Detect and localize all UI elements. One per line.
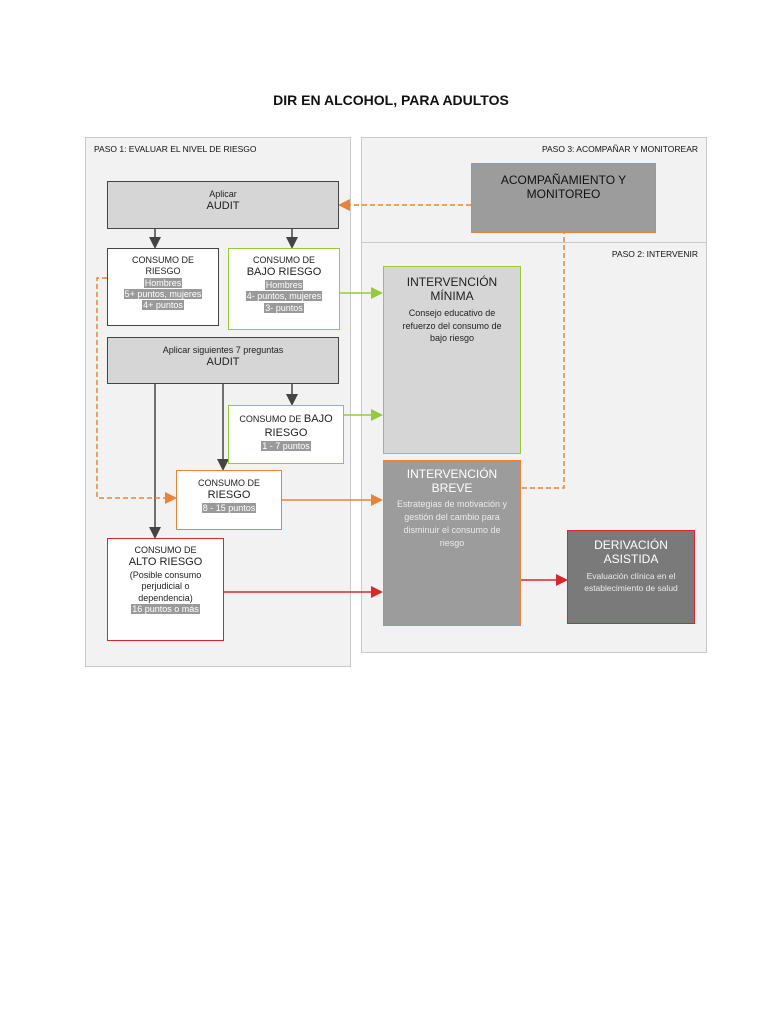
consumo-bajo-riesgo-2-box: CONSUMO DE BAJO RIESGO 1 - 7 puntos: [228, 405, 344, 464]
consumo-riesgo-box: CONSUMO DE RIESGO Hombres 5+ puntos, muj…: [107, 248, 219, 326]
int-breve-t1: INTERVENCIÓN: [406, 467, 498, 481]
paso2-label: PASO 2: INTERVENIR: [611, 249, 698, 259]
audit-line1: Aplicar: [209, 189, 237, 199]
acompanamiento-box: ACOMPAÑAMIENTO Y MONITOREO: [471, 163, 656, 233]
int-breve-d4: riesgo: [439, 538, 465, 549]
alto-riesgo-d1: (Posible consumo: [129, 570, 202, 580]
deriv-d1: Evaluación clínica en el: [586, 571, 676, 581]
audit7-line2: AUDIT: [206, 356, 240, 369]
consumo-bajo2-big: BAJO: [303, 413, 333, 425]
consumo-bajo2-line2: RIESGO: [264, 426, 308, 439]
consumo-riesgo-line1: CONSUMO DE: [131, 255, 194, 265]
consumo-bajo2-pts: 1 - 7 puntos: [261, 440, 311, 451]
consumo-riesgo2-line1: CONSUMO DE: [197, 478, 260, 488]
audit-box: Aplicar AUDIT: [107, 181, 339, 229]
audit-7-box: Aplicar siguientes 7 preguntas AUDIT: [107, 337, 339, 384]
consumo-riesgo2-pts: 8 - 15 puntos: [201, 503, 257, 513]
paso1-label: PASO 1: EVALUAR EL NIVEL DE RIESGO: [94, 144, 257, 154]
int-min-d1: Consejo educativo de: [408, 308, 496, 318]
consumo-riesgo2-line2: RIESGO: [207, 489, 251, 502]
acomp-t1: ACOMPAÑAMIENTO Y: [500, 173, 627, 187]
alto-riesgo-d2: perjudicial o: [141, 581, 190, 592]
int-min-d3: bajo riesgo: [429, 333, 475, 344]
consumo-bajo-line2: BAJO RIESGO: [246, 266, 322, 279]
consumo-riesgo-2-box: CONSUMO DE RIESGO 8 - 15 puntos: [176, 470, 282, 530]
int-breve-d1: Estrategias de motivación y: [396, 499, 508, 509]
deriv-t1: DERIVACIÓN: [594, 538, 668, 552]
paso3-label: PASO 3: ACOMPAÑAR Y MONITOREAR: [541, 144, 698, 154]
consumo-riesgo-h2: 5+ puntos, mujeres: [123, 288, 203, 299]
consumo-bajo-h2: 4- puntos, mujeres: [245, 291, 323, 302]
consumo-bajo-h1: Hombres: [264, 280, 304, 290]
alto-riesgo-pts: 16 puntos o más: [131, 603, 200, 614]
alto-riesgo-box: CONSUMO DE ALTO RIESGO (Posible consumo …: [107, 538, 224, 641]
int-breve-t2: BREVE: [431, 481, 473, 495]
int-breve-d3: disminuir el consumo de: [403, 525, 501, 536]
deriv-t2: ASISTIDA: [603, 552, 659, 566]
audit7-line1: Aplicar siguientes 7 preguntas: [162, 345, 284, 355]
alto-riesgo-line1: CONSUMO DE: [134, 545, 197, 555]
deriv-d2: establecimiento de salud: [584, 583, 678, 594]
alto-riesgo-line2: ALTO RIESGO: [128, 556, 203, 569]
consumo-bajo-line1: CONSUMO DE: [252, 255, 315, 265]
acomp-t2: MONITOREO: [526, 187, 601, 201]
audit-line2: AUDIT: [206, 200, 240, 213]
consumo-bajo-riesgo-box: CONSUMO DE BAJO RIESGO Hombres 4- puntos…: [228, 248, 340, 330]
int-breve-d2: gestión del cambio para: [404, 512, 500, 523]
consumo-riesgo-h1: Hombres: [143, 277, 183, 288]
alto-riesgo-d3: dependencia): [138, 592, 193, 603]
derivacion-asistida-box: DERIVACIÓN ASISTIDA Evaluación clínica e…: [567, 530, 695, 624]
consumo-riesgo-h3: 4+ puntos: [142, 300, 184, 310]
int-min-t2: MÍNIMA: [430, 289, 474, 303]
consumo-bajo2-pre: CONSUMO DE: [239, 414, 304, 424]
consumo-bajo-h3: 3- puntos: [264, 302, 304, 313]
page-title: DIR EN ALCOHOL, PARA ADULTOS: [273, 92, 509, 108]
int-min-t1: INTERVENCIÓN: [406, 275, 498, 289]
int-min-d2: refuerzo del consumo de: [402, 320, 502, 331]
intervencion-breve-box: INTERVENCIÓN BREVE Estrategias de motiva…: [383, 460, 521, 626]
intervencion-minima-box: INTERVENCIÓN MÍNIMA Consejo educativo de…: [383, 266, 521, 454]
consumo-riesgo-line2: RIESGO: [145, 266, 181, 277]
